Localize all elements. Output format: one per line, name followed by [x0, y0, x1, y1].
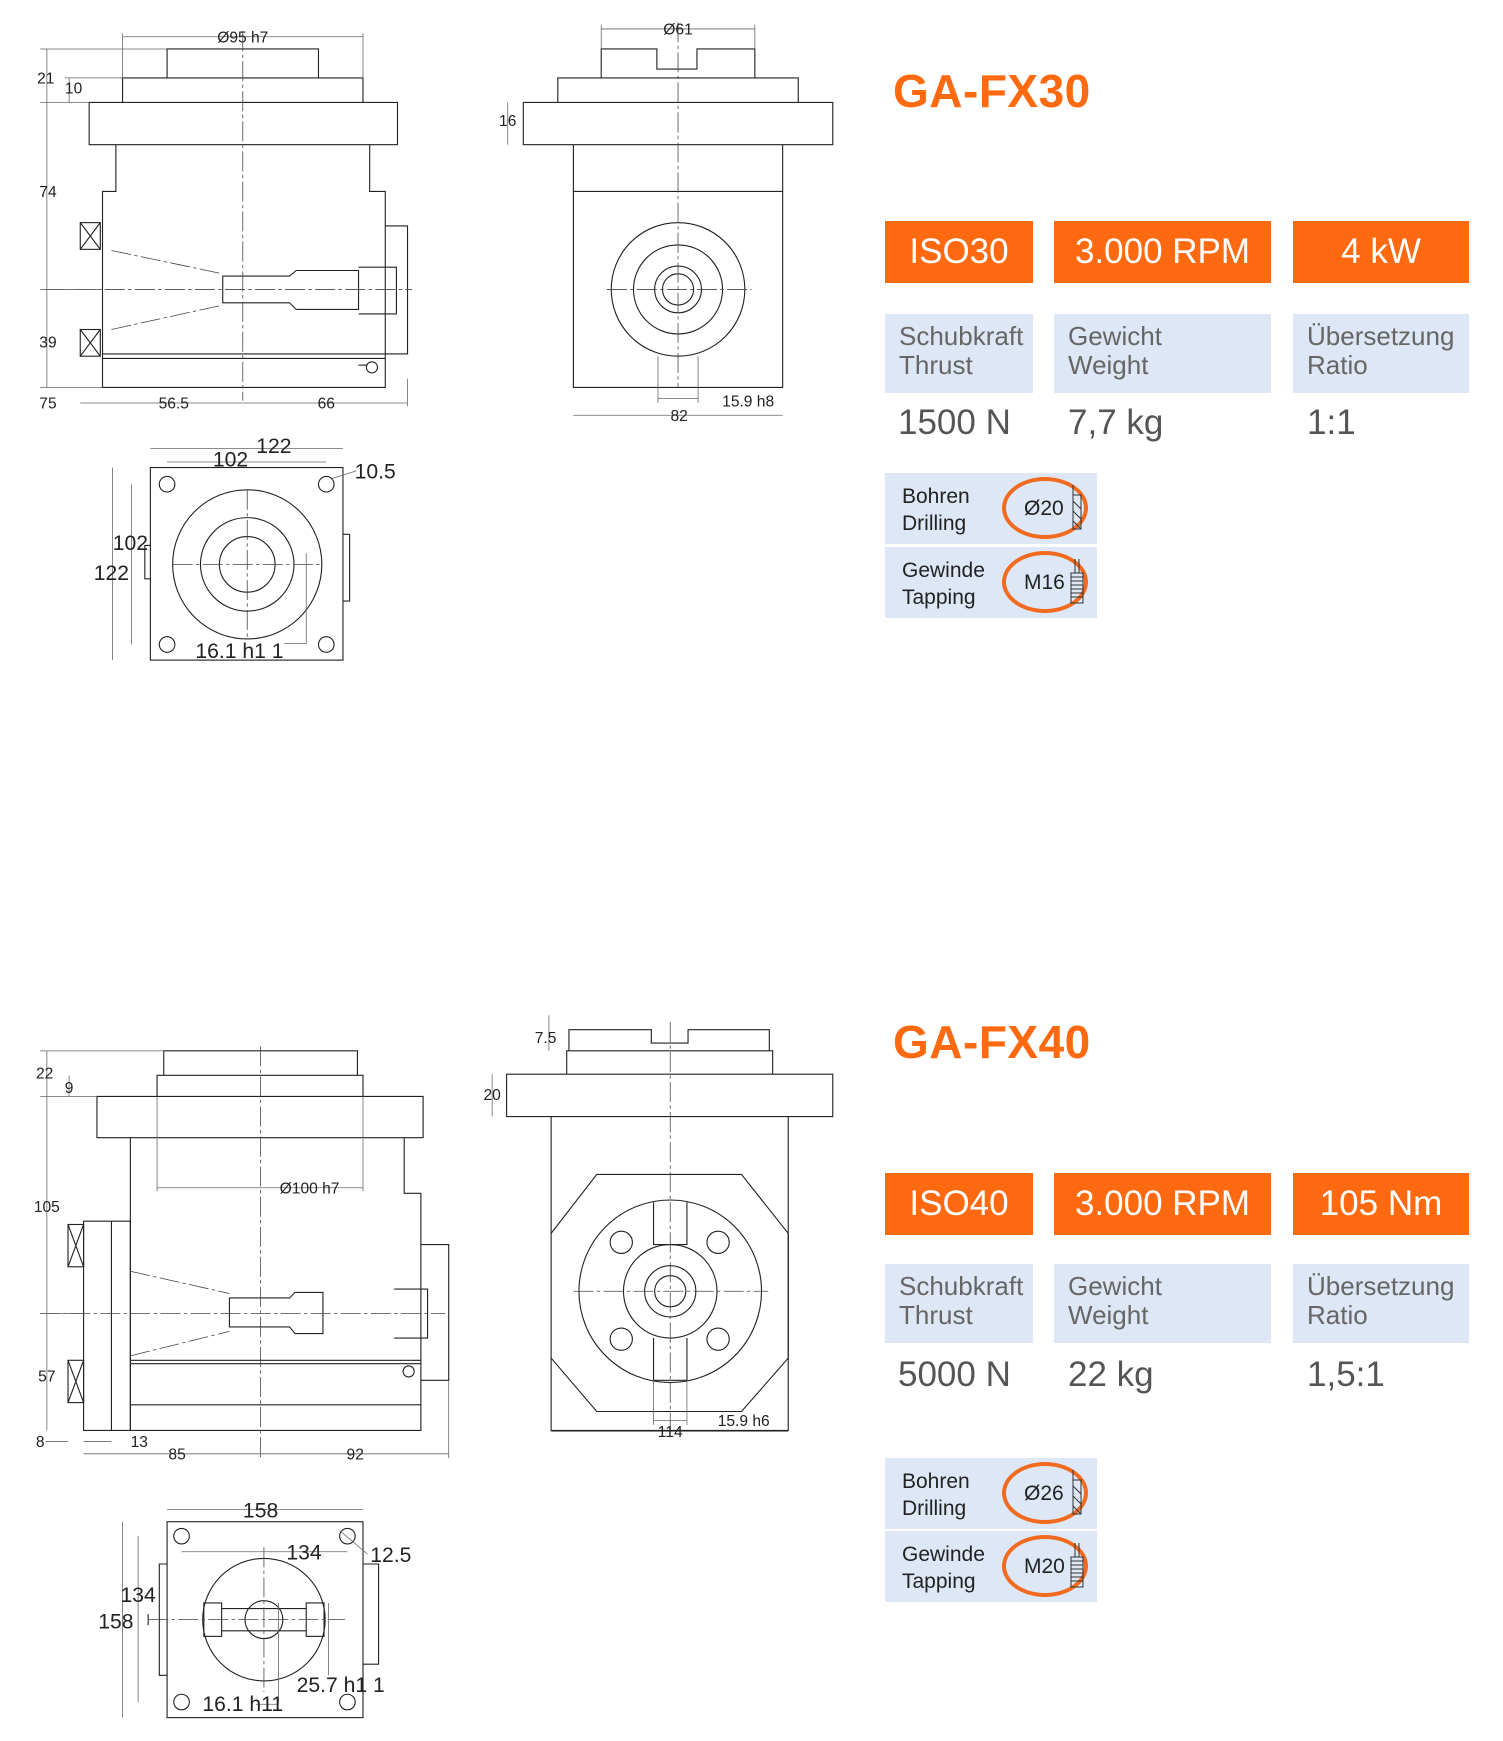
dim-label: 13 [131, 1434, 148, 1451]
dim-label: 22 [36, 1066, 53, 1083]
spec-value-thrust: 1500 N [898, 403, 1011, 442]
dim-label: 20 [483, 1087, 501, 1104]
dim-label: 102 [113, 532, 148, 555]
dim-label: 85 [168, 1446, 186, 1463]
dim-label: 82 [670, 408, 687, 425]
fx30-top-view: 122 102 10.5 102 122 16.1 h1 1 [94, 435, 396, 663]
tap-icon [1070, 1543, 1084, 1588]
dim-label: 8 [36, 1434, 45, 1451]
product-title: GA-FX30 [893, 65, 1091, 117]
dim-label: 56.5 [159, 396, 190, 413]
spec-value-ratio: 1,5:1 [1307, 1355, 1385, 1394]
product-title: GA-FX40 [893, 1016, 1091, 1068]
dim-label: 102 [213, 448, 248, 471]
dim-label: 114 [658, 1424, 683, 1441]
drill-icon [1072, 485, 1082, 530]
badge-speed: 3.000 RPM [1054, 221, 1271, 283]
badge-power: 4 kW [1293, 221, 1469, 283]
badge-speed: 3.000 RPM [1054, 1173, 1271, 1235]
dim-label: 74 [39, 184, 57, 201]
dim-label: 15.9 h6 [718, 1413, 770, 1430]
badge-tool-holder: ISO30 [885, 221, 1033, 283]
drill-icon [1072, 1470, 1082, 1515]
spec-value-ratio: 1:1 [1307, 403, 1356, 442]
dim-label: 7.5 [535, 1030, 557, 1047]
fx30-side-view: Ø95 h7 21 10 74 39 75 56.5 66 [37, 29, 412, 413]
dim-label: 10 [65, 81, 83, 98]
fx30-front-view: Ø61 16 15.9 h8 82 [499, 22, 834, 425]
dim-label: 12.5 [370, 1544, 411, 1567]
dim-label: 158 [243, 1499, 278, 1522]
dim-label: 21 [37, 70, 54, 87]
dim-label: 16.1 h11 [202, 1693, 283, 1716]
fx40-top-view: 158 134 12.5 134 158 25.7 h1 1 16.1 h11 [98, 1499, 411, 1719]
dim-label: 10.5 [355, 461, 396, 484]
dim-label: 39 [39, 334, 56, 351]
dim-label: 57 [38, 1368, 55, 1385]
spec-value-thrust: 5000 N [898, 1355, 1011, 1394]
dim-label: Ø100 h7 [280, 1180, 340, 1197]
capacity-ring: M16 [1002, 551, 1088, 613]
spec-value-weight: 7,7 kg [1068, 403, 1164, 442]
dim-label: Ø95 h7 [217, 29, 268, 46]
dim-label: 75 [39, 396, 57, 413]
badge-tool-holder: ISO40 [885, 1173, 1033, 1235]
dim-label: 134 [121, 1584, 157, 1607]
capacity-ring: Ø20 [1002, 477, 1088, 539]
dim-label: Ø61 [663, 22, 692, 39]
dim-label: 122 [94, 562, 129, 585]
capacity-ring: M20 [1002, 1535, 1088, 1597]
tap-icon [1070, 559, 1084, 604]
dim-label: 9 [65, 1080, 74, 1097]
dim-label: 16 [499, 113, 516, 130]
capacity-ring: Ø26 [1002, 1462, 1088, 1524]
dim-label: 158 [98, 1611, 133, 1634]
dim-label: 25.7 h1 1 [297, 1674, 385, 1697]
dim-label: 92 [347, 1446, 364, 1463]
badge-torque: 105 Nm [1293, 1173, 1469, 1235]
fx40-front-view: 7.5 20 15.9 h6 114 [483, 1015, 834, 1441]
dim-label: 16.1 h1 1 [195, 640, 283, 663]
dim-label: 66 [318, 396, 335, 413]
dim-label: 105 [34, 1199, 60, 1216]
dim-label: 15.9 h8 [722, 393, 774, 410]
dim-label: 122 [256, 435, 291, 458]
fx40-side-view: 22 9 105 57 8 13 85 92 Ø100 h7 [34, 1046, 450, 1463]
spec-value-weight: 22 kg [1068, 1355, 1154, 1394]
dim-label: 134 [286, 1542, 322, 1565]
